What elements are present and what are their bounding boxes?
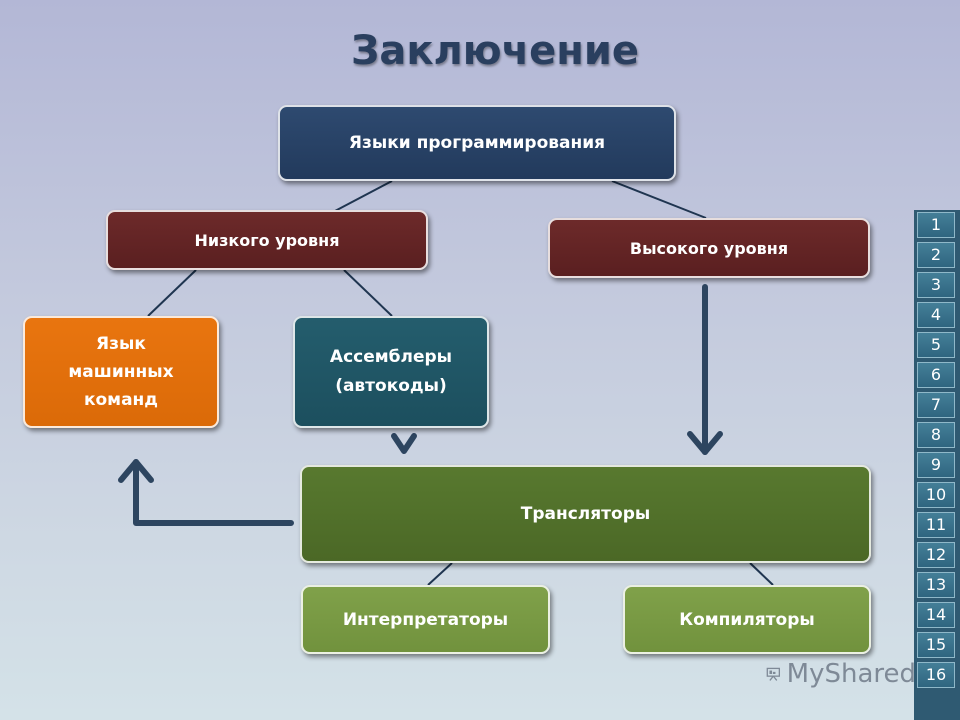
connector-root-low bbox=[334, 180, 393, 212]
nav-page-10[interactable]: 10 bbox=[917, 482, 955, 508]
nav-page-3[interactable]: 3 bbox=[917, 272, 955, 298]
presentation-board-icon bbox=[766, 667, 780, 681]
box-interpreters: Интерпретаторы bbox=[301, 585, 550, 654]
box-assemblers: Ассемблеры (автокоды) bbox=[293, 316, 489, 428]
nav-page-16[interactable]: 16 bbox=[917, 662, 955, 688]
nav-page-13[interactable]: 13 bbox=[917, 572, 955, 598]
connector-translators-interpreters bbox=[427, 562, 453, 586]
watermark-logo: MyShared bbox=[766, 656, 916, 692]
box-translators: Трансляторы bbox=[300, 465, 871, 563]
arrow-high-head bbox=[687, 431, 723, 455]
arrow-translators-to-machine bbox=[133, 459, 294, 526]
arrow-assembler-to-translators bbox=[391, 433, 417, 454]
connector-root-high bbox=[611, 180, 707, 219]
nav-page-4[interactable]: 4 bbox=[917, 302, 955, 328]
arrow-machine-head bbox=[118, 459, 154, 483]
box-low-level: Низкого уровня bbox=[106, 210, 428, 270]
nav-page-6[interactable]: 6 bbox=[917, 362, 955, 388]
nav-page-15[interactable]: 15 bbox=[917, 632, 955, 658]
box-high-level: Высокого уровня bbox=[548, 218, 870, 278]
watermark-text: MyShared bbox=[786, 659, 916, 689]
nav-page-12[interactable]: 12 bbox=[917, 542, 955, 568]
connector-low-machine bbox=[147, 269, 197, 317]
box-compilers: Компиляторы bbox=[623, 585, 871, 654]
nav-page-11[interactable]: 11 bbox=[917, 512, 955, 538]
nav-page-8[interactable]: 8 bbox=[917, 422, 955, 448]
nav-page-2[interactable]: 2 bbox=[917, 242, 955, 268]
box-programming-languages: Языки программирования bbox=[278, 105, 676, 181]
connector-translators-compilers bbox=[749, 562, 774, 586]
nav-page-7[interactable]: 7 bbox=[917, 392, 955, 418]
nav-page-1[interactable]: 1 bbox=[917, 212, 955, 238]
slide-title: Заключение bbox=[350, 28, 640, 74]
nav-page-14[interactable]: 14 bbox=[917, 602, 955, 628]
box-machine-language: Язык машинных команд bbox=[23, 316, 219, 428]
connector-low-assembler bbox=[343, 269, 393, 317]
nav-page-5[interactable]: 5 bbox=[917, 332, 955, 358]
nav-page-9[interactable]: 9 bbox=[917, 452, 955, 478]
